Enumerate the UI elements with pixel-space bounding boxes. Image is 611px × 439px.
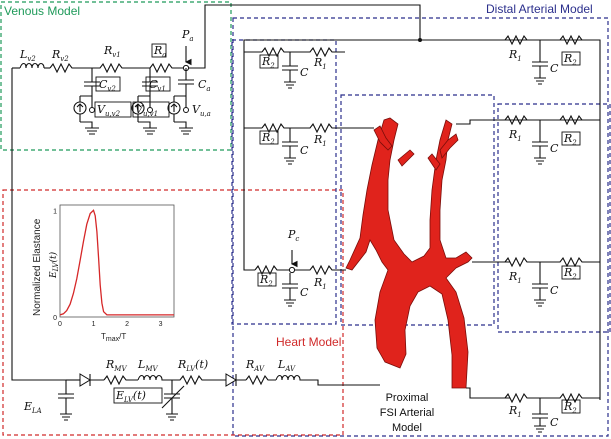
resistor-rv1 (92, 62, 150, 74)
label-c-r4: C (550, 416, 559, 429)
label-rav: RAV (245, 358, 265, 373)
chart-x-tick-3: 3 (159, 321, 163, 328)
chart-curve-label: ELV(t) (48, 251, 60, 279)
venous-region (0, 1, 232, 151)
label-r2-l1: R2 (261, 55, 275, 70)
chart-xlabel: Tmax/T (101, 332, 126, 343)
label-r1-r2: R1 (508, 128, 522, 143)
chart-series-line (59, 209, 174, 316)
label-c-l1: C (300, 66, 309, 79)
label-cv2: Cv2 (99, 78, 116, 93)
resistor-ra (149, 48, 206, 74)
label-r2-r2: R2 (563, 132, 577, 147)
label-lav: LAV (277, 358, 296, 373)
distal-title: Distal Arterial Model (486, 2, 593, 16)
label-rv1: Rv1 (103, 44, 121, 59)
label-pc: Pc (287, 228, 299, 243)
chart-x-tick-1: 1 (92, 321, 96, 328)
heart-title: Heart Model (276, 335, 341, 349)
inductor-lv2 (19, 62, 45, 69)
chart-y-tick-0: 0 (53, 315, 57, 322)
label-r1-r1: R1 (508, 48, 522, 63)
venous-circuit (11, 46, 206, 381)
label-lv2: Lv2 (19, 48, 36, 63)
distal-right-circuits (456, 34, 600, 433)
chart-x-tick-2: 2 (125, 321, 129, 328)
label-vuv2: Vu,v2 (97, 103, 121, 118)
inner-distal-region-right (497, 103, 611, 333)
chart-x-tick-0: 0 (58, 321, 62, 328)
chart-plot-area (59, 204, 175, 318)
label-c-l2: C (300, 144, 309, 157)
label-vuv1: Vu,v1 (135, 103, 158, 118)
proximal-label-1: Proximal (386, 392, 429, 404)
label-ra: Ra (153, 44, 166, 59)
label-r1-l3: R1 (313, 276, 327, 291)
label-pa: Pa (181, 28, 194, 43)
label-c-r3: C (550, 284, 559, 297)
inner-distal-region-center (340, 94, 495, 326)
aorta-vessel (345, 117, 473, 389)
chart-y-tick-1: 1 (53, 208, 57, 215)
label-ela: ELA (23, 400, 42, 415)
label-ca: Ca (198, 78, 211, 93)
label-r2-r4: R2 (563, 400, 577, 415)
label-elv: ELV(t) (115, 389, 146, 404)
label-r2-l3: R2 (259, 273, 273, 288)
label-lmv: LMV (137, 358, 158, 373)
label-c-r1: C (550, 62, 559, 75)
distal-region (232, 17, 609, 437)
proximal-label-2: FSI Arterial (380, 407, 434, 419)
label-r1-l1: R1 (313, 56, 327, 71)
label-c-l3: C (300, 286, 309, 299)
label-r1-r4: R1 (508, 404, 522, 419)
label-rv2: Rv2 (51, 48, 69, 63)
label-r2-r1: R2 (563, 52, 577, 67)
distal-left-circuits (254, 46, 374, 307)
label-r2-l2: R2 (261, 131, 275, 146)
heart-circuit (58, 373, 380, 421)
resistor-rv2 (49, 62, 92, 74)
chart-ylabel: Normalized Elastance (32, 218, 43, 316)
label-cv1: Cv1 (149, 78, 166, 93)
label-rlv: RLV(t) (177, 358, 208, 373)
heart-region (2, 189, 344, 436)
venous-title: Venous Model (4, 4, 80, 18)
label-vua: Vu,a (192, 103, 211, 118)
label-rmv: RMV (105, 358, 127, 373)
proximal-label-3: Model (392, 422, 422, 434)
label-c-r2: C (550, 142, 559, 155)
label-r1-l2: R1 (313, 133, 327, 148)
label-r2-r3: R2 (563, 266, 577, 281)
label-r1-r3: R1 (508, 270, 522, 285)
elastance-chart: Normalized Elastance ELV(t) Tmax/T 0 1 2 3 0… (32, 204, 175, 343)
